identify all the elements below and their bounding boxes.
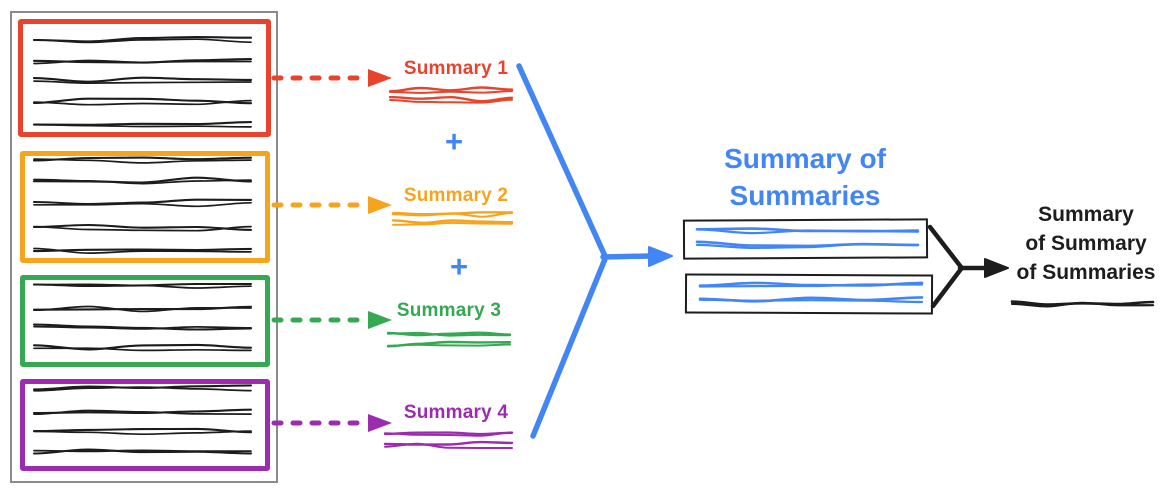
source-document-frame [10,11,278,483]
final-summary-title-line2: of Summary [1025,232,1147,255]
summary-of-summaries-box-1 [682,218,929,260]
document-section-3 [20,275,270,367]
document-section-4 [20,379,270,471]
summary-of-summaries-title-line2: Summaries [729,180,881,211]
plus-operator-2: + [449,249,469,284]
final-summary-title-line3: of Summaries [1016,261,1156,284]
final-merge-arrow [927,224,1009,309]
dashed-arrow-4 [271,414,392,432]
summary-of-summaries-title-line1: Summary of [724,143,886,174]
dashed-arrow-3 [271,311,392,329]
summary-of-summaries-box-2 [684,273,934,315]
summary-of-summaries-title: Summary of Summaries [700,140,910,214]
plus-operator-1: + [444,124,464,159]
summary-3-label: Summary 3 [396,300,502,321]
merge-arrow [516,63,673,439]
summary-2-label: Summary 2 [403,185,509,206]
document-section-2 [20,151,270,263]
dashed-arrow-2 [271,196,392,214]
dashed-arrow-1 [271,69,392,87]
final-summary-title: Summary of Summary of Summaries [1002,200,1170,287]
summary-1-label: Summary 1 [403,58,509,79]
summary-4-label: Summary 4 [403,402,509,423]
final-summary-title-line1: Summary [1038,203,1134,226]
document-section-1 [18,19,271,137]
